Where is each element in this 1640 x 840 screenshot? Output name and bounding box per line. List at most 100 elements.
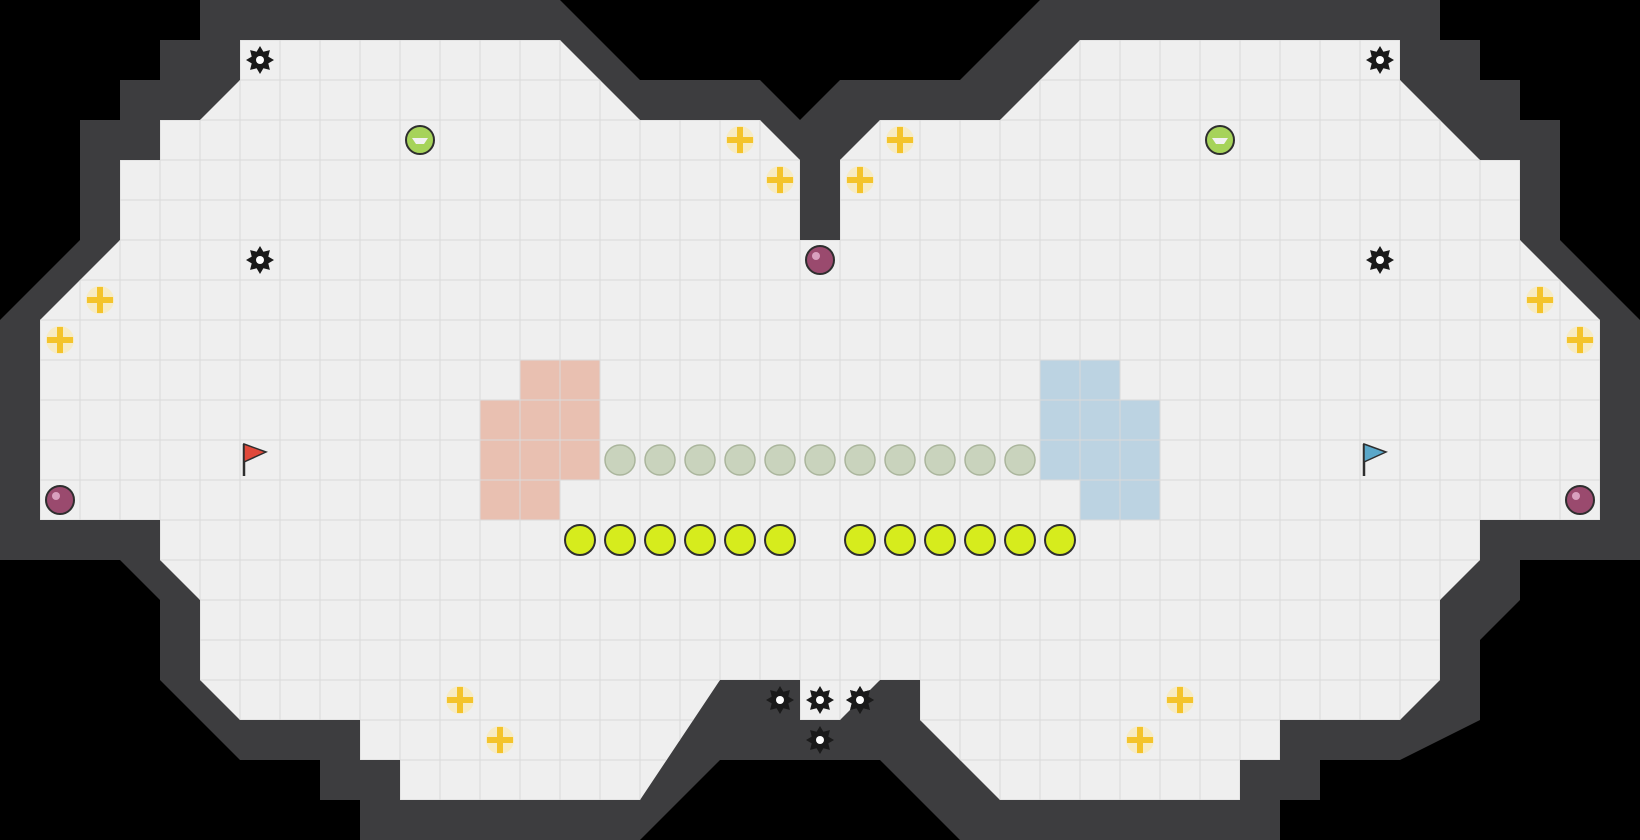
gate-off-icon [724, 444, 756, 476]
boost-bar-h [847, 177, 873, 183]
gate-off-icon [1004, 444, 1036, 476]
gate-off-icon [964, 444, 996, 476]
spike-icon [766, 686, 794, 714]
powerup-icon [405, 125, 435, 155]
boost-bar-h [727, 137, 753, 143]
spike-center [256, 256, 264, 264]
boost-bar-h [487, 737, 513, 743]
boost-icon [1526, 286, 1554, 314]
blue-team-tile [1039, 399, 1081, 441]
gate-off-icon [844, 444, 876, 476]
spike-center [1376, 56, 1384, 64]
boost-icon [86, 286, 114, 314]
bomb-shine [52, 492, 60, 500]
blue-team-tile [1119, 399, 1161, 441]
flag-cloth [1363, 442, 1388, 464]
boost-icon [486, 726, 514, 754]
boost-bar-h [1167, 697, 1193, 703]
boost-icon [446, 686, 474, 714]
boost-icon [726, 126, 754, 154]
gate-on-icon [844, 524, 876, 556]
boost-icon [1166, 686, 1194, 714]
spike-center [856, 696, 864, 704]
team-zone-layer [479, 359, 1161, 521]
flag-cloth [243, 442, 268, 464]
red-team-tile [479, 479, 521, 521]
spike-icon [246, 246, 274, 274]
gate-on-icon [1004, 524, 1036, 556]
spike-icon [1366, 46, 1394, 74]
gate-off-icon [764, 444, 796, 476]
bomb-icon [805, 245, 835, 275]
blue-flag-icon [1362, 442, 1388, 476]
bomb-body [805, 245, 835, 275]
red-team-tile [519, 439, 561, 481]
gate-on-icon [964, 524, 996, 556]
gate-on-icon [644, 524, 676, 556]
powerup-icon [1205, 125, 1235, 155]
blue-team-tile [1119, 439, 1161, 481]
gate-on-icon [564, 524, 596, 556]
gate-on-icon [884, 524, 916, 556]
spike-icon [806, 686, 834, 714]
bomb-body [1565, 485, 1595, 515]
red-flag-icon [242, 442, 268, 476]
gate-off-icon [604, 444, 636, 476]
floor-area [40, 40, 1600, 800]
spike-center [256, 56, 264, 64]
boost-icon [1566, 326, 1594, 354]
bomb-shine [1572, 492, 1580, 500]
red-team-tile [559, 439, 601, 481]
red-team-tile [519, 479, 561, 521]
bomb-icon [1565, 485, 1595, 515]
powerup-mark [412, 138, 428, 144]
red-team-tile [479, 399, 521, 441]
red-team-tile [519, 399, 561, 441]
boost-bar-h [767, 177, 793, 183]
spike-icon [1366, 246, 1394, 274]
blue-team-tile [1039, 359, 1081, 401]
boost-bar-h [1127, 737, 1153, 743]
boost-bar-h [87, 297, 113, 303]
gate-on-icon [724, 524, 756, 556]
blue-team-tile [1079, 359, 1121, 401]
entity-layer [45, 46, 1595, 754]
red-team-tile [479, 439, 521, 481]
boost-bar-h [47, 337, 73, 343]
gate-off-icon [644, 444, 676, 476]
gate-on-icon [924, 524, 956, 556]
blue-team-tile [1079, 399, 1121, 441]
boost-icon [846, 166, 874, 194]
gate-off-icon [684, 444, 716, 476]
powerup-mark [1212, 138, 1228, 144]
spike-center [816, 736, 824, 744]
spike-center [1376, 256, 1384, 264]
blue-team-tile [1119, 479, 1161, 521]
gate-off-icon [884, 444, 916, 476]
boost-bar-h [1527, 297, 1553, 303]
boost-icon [46, 326, 74, 354]
gate-off-icon [804, 444, 836, 476]
bomb-icon [45, 485, 75, 515]
boost-icon [766, 166, 794, 194]
spike-center [816, 696, 824, 704]
boost-bar-h [447, 697, 473, 703]
gate-on-icon [764, 524, 796, 556]
bomb-shine [812, 252, 820, 260]
gate-on-icon [604, 524, 636, 556]
spike-icon [806, 726, 834, 754]
bomb-body [45, 485, 75, 515]
spike-center [776, 696, 784, 704]
floor-layer [40, 40, 1600, 800]
spike-icon [846, 686, 874, 714]
red-team-tile [519, 359, 561, 401]
gate-on-icon [684, 524, 716, 556]
red-team-tile [559, 399, 601, 441]
boost-bar-h [1567, 337, 1593, 343]
boost-bar-h [887, 137, 913, 143]
boost-icon [1126, 726, 1154, 754]
blue-team-tile [1079, 439, 1121, 481]
boost-icon [886, 126, 914, 154]
